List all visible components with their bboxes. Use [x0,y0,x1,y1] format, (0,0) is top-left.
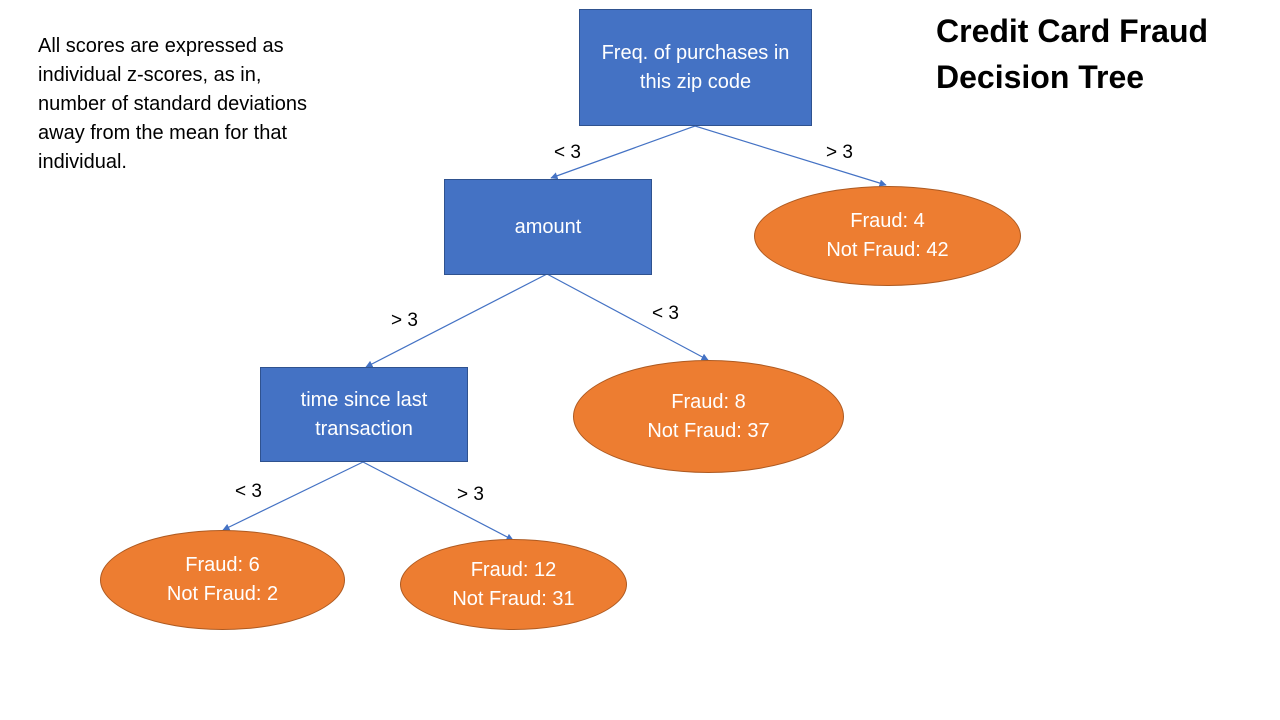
edge-label-zip-gt3: > 3 [826,142,853,163]
leaf-not-fraud-count: Not Fraud: 37 [647,419,770,442]
edge-zip-to-leaf [694,125,887,187]
edge-amount-to-leaf [546,273,709,361]
leaf-fraud-count: Fraud: 12 [470,558,557,581]
leaf-node-time-gt3: Fraud: 12 Not Fraud: 31 [400,539,627,630]
page-title: Credit Card Fraud Decision Tree [936,8,1256,100]
edge-label-time-gt3: > 3 [457,484,484,505]
decision-node-label: this zip code [639,70,752,93]
decision-node-amount: amount [444,179,652,275]
title-line-2: Decision Tree [936,59,1145,95]
decision-node-label: transaction [315,417,413,440]
leaf-node-time-lt3: Fraud: 6 Not Fraud: 2 [100,530,345,630]
leaf-not-fraud-count: Not Fraud: 42 [826,239,949,261]
decision-node-zip-frequency: Freq. of purchases in this zip code [579,9,812,126]
edge-amount-to-time [365,273,548,368]
z-score-note: All scores are expressed as individual z… [38,35,308,173]
decision-node-label: amount [514,215,582,238]
leaf-node-zip-gt3: Fraud: 4 Not Fraud: 42 [754,186,1021,286]
edge-label-time-lt3: < 3 [235,481,262,502]
edge-label-amount-gt3: > 3 [391,310,418,331]
decision-node-label: time since last [300,388,428,411]
leaf-node-amount-lt3: Fraud: 8 Not Fraud: 37 [573,360,844,473]
edge-time-to-leaf-left [222,461,364,531]
edge-label-amount-lt3: < 3 [652,303,679,324]
leaf-not-fraud-count: Not Fraud: 31 [452,587,575,610]
decision-node-label: Freq. of purchases in [601,41,790,64]
edge-label-zip-lt3: < 3 [554,142,581,163]
leaf-not-fraud-count: Not Fraud: 2 [166,583,279,605]
leaf-fraud-count: Fraud: 6 [185,554,260,576]
edge-time-to-leaf-right [362,461,514,541]
leaf-fraud-count: Fraud: 8 [671,390,746,413]
title-line-1: Credit Card Fraud [936,13,1209,49]
leaf-fraud-count: Fraud: 4 [850,210,925,232]
decision-node-time-since-last: time since last transaction [260,367,468,462]
edge-zip-to-amount [550,125,696,180]
